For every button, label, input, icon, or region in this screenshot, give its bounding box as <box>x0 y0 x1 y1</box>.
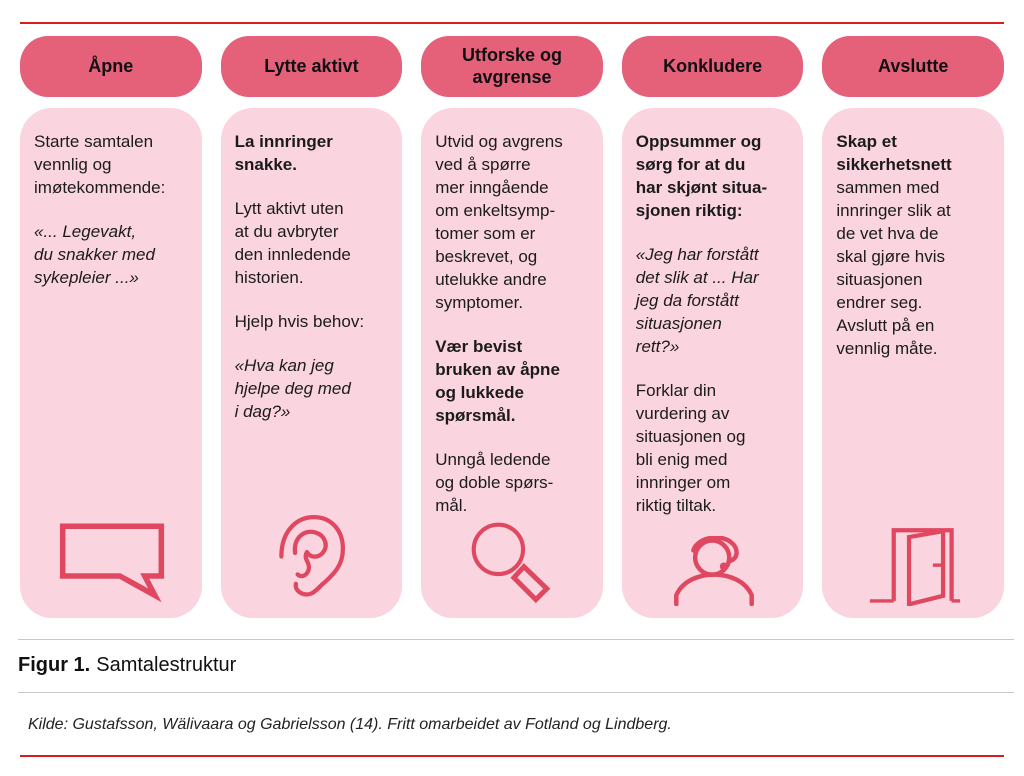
stage-header-konkludere: Konkludere <box>621 36 804 97</box>
stage-header-avslutte: Avslutte <box>822 36 1004 97</box>
magnifier-icon <box>435 522 592 606</box>
figure-label: Figur 1. <box>18 654 91 676</box>
stage-column-avslutte: Avslutte Skap et sikkerhetsnett sammen m… <box>822 36 1004 618</box>
body-paragraph: Starte samtalen vennlig og imøtekommende… <box>34 132 166 197</box>
body-paragraph: Oppsummer og sørg for at du har skjønt s… <box>635 132 768 220</box>
body-paragraph: Unngå ledende og doble spørs- mål. <box>435 450 554 515</box>
body-paragraph: Skap et sikkerhetsnett <box>836 132 952 174</box>
body-paragraph: La innringer snakke. <box>234 132 333 174</box>
body-paragraph: Lytt aktivt uten at du avbryter den innl… <box>234 199 351 287</box>
stage-panel-utforske-og-avgrense: Utvid og avgrens ved å spørre mer inngåe… <box>421 108 603 618</box>
open-door-icon <box>836 526 993 606</box>
caption-bottom-rule <box>18 692 1014 693</box>
stage-panel-konkludere: Oppsummer og sørg for at du har skjønt s… <box>621 108 804 618</box>
stage-header-lytte-aktivt: Lytte aktivt <box>220 36 403 97</box>
stage-header-utforske-og-avgrense: Utforske og avgrense <box>421 36 603 97</box>
speech-bubble-icon <box>34 522 191 606</box>
stage-panel-apne: Starte samtalen vennlig og imøtekommende… <box>20 108 202 618</box>
body-paragraph: sammen med innringer slik at de vet hva … <box>836 178 951 358</box>
stage-text: Starte samtalen vennlig og imøtekommende… <box>34 130 191 289</box>
stage-header-apne: Åpne <box>20 36 202 97</box>
stage-column-konkludere: Konkludere Oppsummer og sørg for at du h… <box>621 36 804 618</box>
samtalestruktur-diagram: Åpne Starte samtalen vennlig og imøtekom… <box>20 36 1004 618</box>
headset-person-icon <box>636 536 793 606</box>
top-red-rule <box>20 22 1004 24</box>
figure-title: Samtalestruktur <box>96 654 237 676</box>
bottom-red-rule <box>20 755 1004 757</box>
body-paragraph: Utvid og avgrens ved å spørre mer inngåe… <box>435 132 563 312</box>
stage-column-lytte-aktivt: Lytte aktivt La innringer snakke. Lytt a… <box>220 36 403 618</box>
quote-paragraph: «Hva kan jeg hjelpe deg med i dag?» <box>234 356 351 421</box>
stage-text: Skap et sikkerhetsnett sammen med innrin… <box>836 130 993 360</box>
stage-column-utforske-og-avgrense: Utforske og avgrense Utvid og avgrens ve… <box>421 36 603 618</box>
body-paragraph: Vær bevist bruken av åpne og lukkede spø… <box>435 337 560 425</box>
stage-text: Utvid og avgrens ved å spørre mer inngåe… <box>435 130 592 517</box>
ear-icon <box>235 512 392 606</box>
stage-panel-avslutte: Skap et sikkerhetsnett sammen med innrin… <box>822 108 1004 618</box>
caption-top-rule <box>18 639 1014 640</box>
stage-text: Oppsummer og sørg for at du har skjønt s… <box>636 130 793 517</box>
stage-column-apne: Åpne Starte samtalen vennlig og imøtekom… <box>20 36 202 618</box>
stage-text: La innringer snakke. Lytt aktivt uten at… <box>235 130 392 423</box>
figure-caption: Figur 1. Samtalestruktur <box>18 654 236 677</box>
stage-panel-lytte-aktivt: La innringer snakke. Lytt aktivt uten at… <box>220 108 403 618</box>
quote-paragraph: «Jeg har forstått det slik at ... Har je… <box>635 245 759 356</box>
quote-paragraph: «... Legevakt, du snakker med sykepleier… <box>34 222 155 287</box>
body-paragraph: Forklar din vurdering av situasjonen og … <box>635 381 746 515</box>
body-paragraph: Hjelp hvis behov: <box>234 312 365 331</box>
source-line: Kilde: Gustafsson, Wälivaara og Gabriels… <box>28 716 672 733</box>
